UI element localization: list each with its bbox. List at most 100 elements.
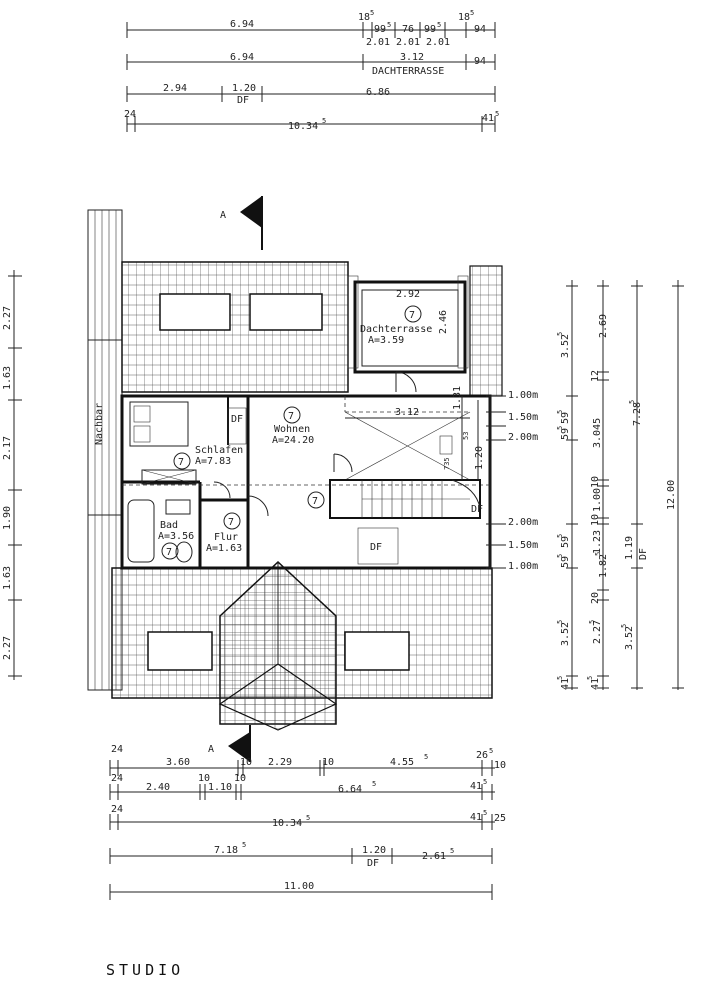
- bad-room: Bad A=3.56 7: [127, 499, 194, 563]
- bot3-10345: 10.34: [272, 818, 302, 829]
- dachterrasse-num-circle: [404, 305, 422, 323]
- main-walls: [120, 394, 492, 570]
- right-col1-352b-sup: 5: [556, 620, 564, 624]
- dim-top3-120: 1.20: [232, 83, 256, 94]
- right-col3-352: 3.52: [624, 626, 635, 650]
- right-col2-10b: 10: [590, 514, 601, 526]
- right-col3-df: DF: [638, 548, 649, 560]
- right-col3-119: 1.19: [624, 536, 635, 560]
- dim-top3-686: 6.86: [366, 87, 390, 98]
- right-dimensions: 1.00m 1.50m 2.00m 2.00m 1.50m 1.00m 3.52…: [486, 280, 684, 690]
- dim-top4-41-sup: 5: [495, 110, 499, 118]
- right-col1-352a-sup: 5: [556, 332, 564, 336]
- right-col2-269: 2.69: [598, 314, 609, 338]
- right-col1-352a: 3.52: [560, 334, 571, 358]
- right-inner-3: 2.00m: [508, 432, 538, 443]
- right-col2-182-sup: 5: [594, 552, 602, 556]
- bot1-10c: 10: [494, 760, 506, 771]
- bot4-261-sup: 5: [450, 847, 454, 855]
- right-col1-59b-sup: 5: [556, 426, 564, 430]
- bot5-1100: 11.00: [284, 881, 314, 892]
- bad-num: 7: [166, 547, 172, 558]
- bot3-24: 24: [111, 804, 123, 815]
- bot1-10a: 10: [240, 757, 252, 768]
- dim-top2-694: 6.94: [230, 52, 254, 63]
- wohnen-room: 7 Wohnen A=24.20 7 DF: [272, 406, 471, 565]
- bot1-360: 3.60: [166, 757, 190, 768]
- right-col2-41: 41: [590, 678, 601, 690]
- section-marker-top: A: [220, 196, 263, 250]
- right-col1-41: 41: [560, 678, 571, 690]
- right-col2-41-sup: 5: [586, 676, 594, 680]
- dim-top1-99a: 99: [374, 24, 386, 35]
- bot1-455: 4.55: [390, 757, 414, 768]
- bed: [129, 401, 189, 447]
- right-col3-728-sup: 5: [628, 400, 636, 404]
- dim-312: 3.12: [395, 407, 419, 418]
- flur-num: 7: [228, 517, 234, 528]
- dachterrasse-num: 7: [409, 310, 415, 321]
- right-col3-728: 7.28: [632, 402, 643, 426]
- bot2-240: 2.40: [146, 782, 170, 793]
- wohnen-name: Wohnen: [274, 424, 310, 435]
- left-dim-2: 1.63: [2, 366, 13, 390]
- right-col1-59d-sup: 5: [556, 554, 564, 558]
- bot2-41-sup: 5: [483, 778, 487, 786]
- dim-top2-312: 3.12: [400, 52, 424, 63]
- left-dim-5: 1.63: [2, 566, 13, 590]
- right-col3-352-sup: 5: [620, 624, 628, 628]
- dim-53: 53: [462, 432, 470, 440]
- df-label-3: DF: [471, 504, 483, 515]
- roof-window-4: [344, 631, 410, 671]
- bottom-dimension-chains: 24 3.60 10 2.29 10 4.55 5 26 5 10 24 2.4…: [109, 744, 506, 900]
- df-label-1: DF: [231, 414, 243, 425]
- right-inner-4: 2.00m: [508, 517, 538, 528]
- bot3-41-sup: 5: [483, 809, 487, 817]
- bot1-24: 24: [111, 744, 123, 755]
- dim-735: 735: [443, 457, 451, 470]
- bot2-10b: 10: [234, 773, 246, 784]
- bot1-26-sup: 5: [489, 747, 493, 755]
- dim-top1-99a-sup: 5: [387, 21, 391, 29]
- dim-top1-94: 94: [474, 24, 486, 35]
- dim-top1-201c: 2.01: [426, 37, 450, 48]
- dachterrasse-width: 2.92: [396, 289, 420, 300]
- bot2-664-sup: 5: [372, 780, 376, 788]
- dim-top1-76: 76: [402, 24, 414, 35]
- wohnen-num: 7: [288, 411, 294, 422]
- bad-area: A=3.56: [158, 531, 194, 542]
- dim-top1-18-sup: 5: [370, 9, 374, 17]
- dachterrasse-room: 2.92 2.46 7 Dachterrasse A=3.59: [347, 275, 469, 393]
- wohnen-door-swing: [333, 453, 353, 473]
- roof-bottom: [111, 560, 493, 731]
- bot4-261: 2.61: [422, 851, 446, 862]
- flur-area: A=1.63: [206, 543, 242, 554]
- right-inner-2: 1.50m: [508, 412, 538, 423]
- dim-top4-10345-sup: 5: [322, 117, 326, 125]
- schlafen-num: 7: [178, 457, 184, 468]
- dim-131: 1.31: [452, 386, 463, 410]
- dim-top1-18b-sup: 5: [470, 9, 474, 17]
- dim-top4-41: 41: [482, 113, 494, 124]
- dim-top1-99b: 99: [424, 24, 436, 35]
- dim-top1-694: 6.94: [230, 19, 254, 30]
- roof-top: [121, 261, 503, 397]
- bot1-10b: 10: [322, 757, 334, 768]
- right-col4-1200: 12.00: [666, 480, 677, 510]
- bot4-718-sup: 5: [242, 841, 246, 849]
- dim-top1-201a: 2.01: [366, 37, 390, 48]
- dim-top3-df: DF: [237, 95, 249, 106]
- right-inner-1: 1.00m: [508, 390, 538, 401]
- right-col1-59a-sup: 5: [556, 410, 564, 414]
- schlafen-door-swing: [213, 481, 231, 499]
- df-label-2: DF: [370, 542, 382, 553]
- roof-window-3: [147, 631, 213, 671]
- dim-top2-dachterrasse: DACHTERRASSE: [372, 66, 444, 77]
- dachterrasse-name: Dachterrasse: [360, 324, 432, 335]
- dim-top2-94: 94: [474, 56, 486, 67]
- stair-num: 7: [312, 496, 318, 507]
- left-dim-6: 2.27: [2, 636, 13, 660]
- right-col2-100: 1.00: [592, 488, 603, 512]
- bot3-10345-sup: 5: [306, 814, 310, 822]
